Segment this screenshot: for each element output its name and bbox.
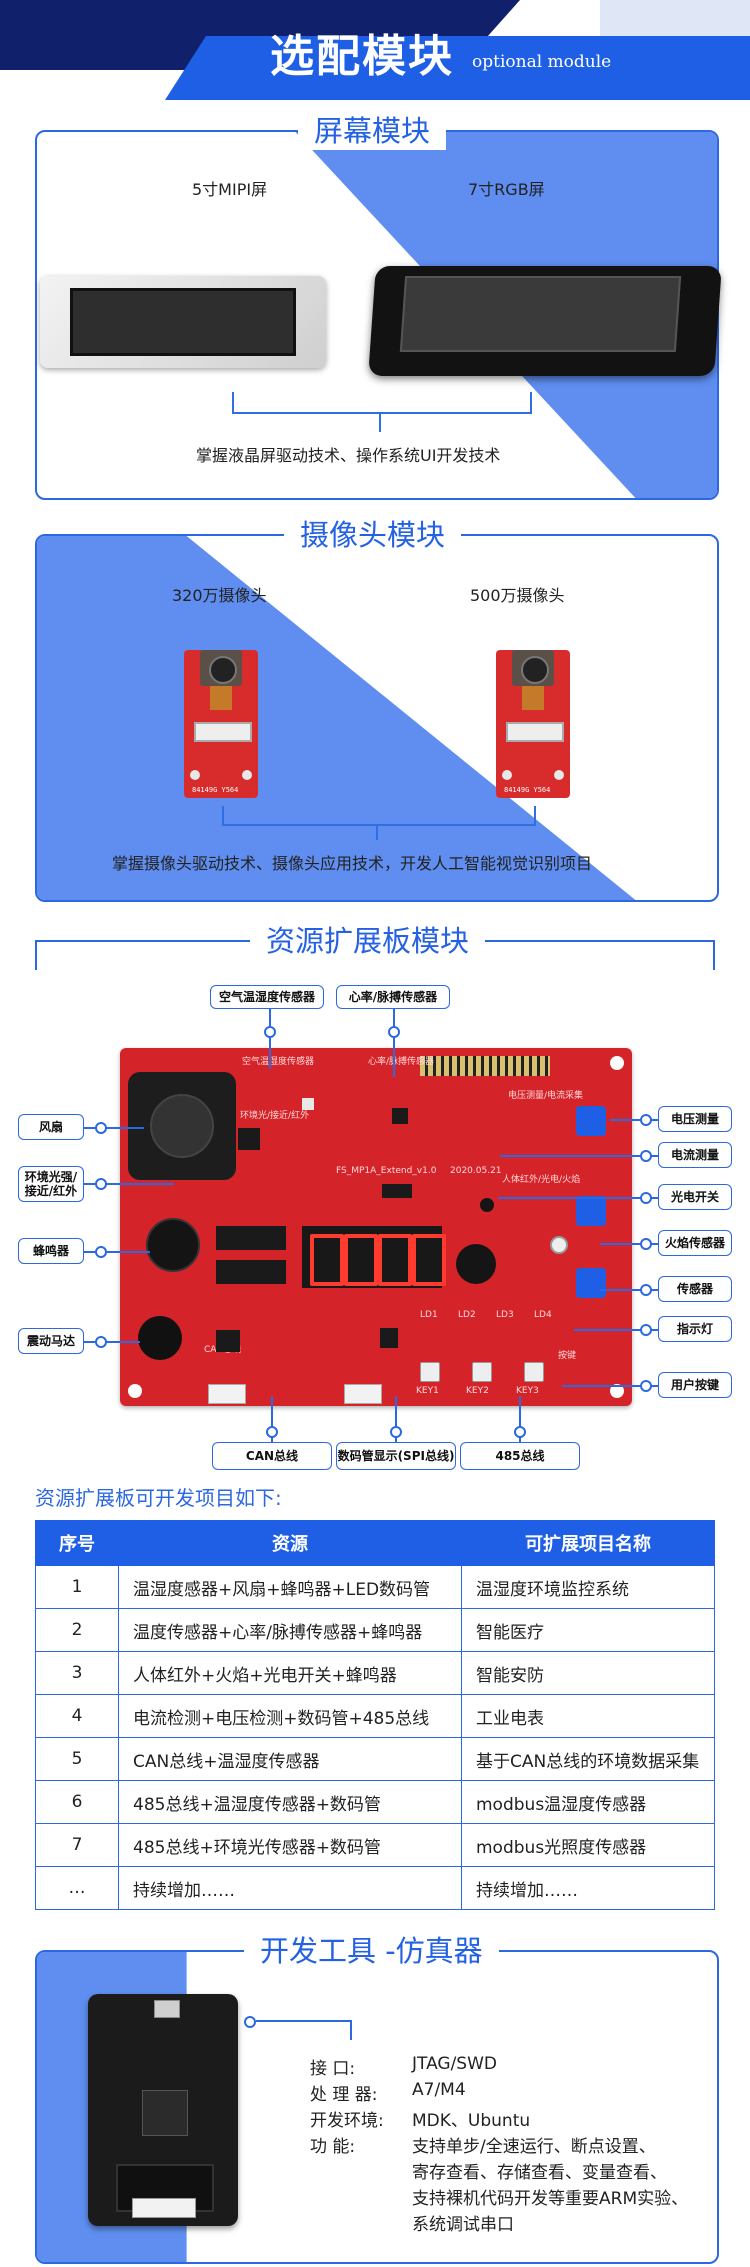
header-blue-band	[165, 36, 750, 100]
tag-air-temp-humidity: 空气温湿度传感器	[210, 985, 324, 1009]
spec-processor-key: 处 理 器:	[310, 2085, 378, 2105]
expansion-board-image: 空气温湿度传感器 心率/脉搏传感器 环境光/接近/红外 电压测量/电流采集 人体…	[120, 1048, 632, 1406]
screen-module-title: 屏幕模块	[298, 108, 447, 150]
camera-320-label: 320万摄像头	[172, 586, 267, 605]
screen-7-label: 7寸RGB屏	[468, 180, 545, 199]
camera-module-panel	[35, 534, 719, 902]
vibration-motor-component	[138, 1316, 182, 1360]
table-row: …持续增加……持续增加……	[35, 1866, 715, 1910]
tag-heart-rate: 心率/脉搏传感器	[336, 985, 450, 1009]
tag-fan: 风扇	[18, 1114, 84, 1140]
screen-5-label: 5寸MIPI屏	[192, 180, 268, 199]
spec-function-line-4: 系统调试串口	[412, 2215, 514, 2235]
tag-485-bus: 485总线	[460, 1442, 580, 1470]
projects-caption: 资源扩展板可开发项目如下:	[35, 1486, 282, 1510]
header-resource: 资源	[118, 1520, 462, 1566]
screen-bracket	[232, 392, 532, 414]
tag-segment-display-spi: 数码管显示(SPI总线)	[336, 1442, 456, 1470]
mipi-screen-image	[40, 276, 326, 368]
tag-current: 电流测量	[658, 1142, 732, 1168]
tag-ambient-light: 环境光强/ 接近/红外	[18, 1166, 84, 1202]
table-header-row: 序号 资源 可扩展项目名称	[35, 1520, 715, 1566]
buzzer-component	[146, 1218, 200, 1272]
spec-interface-value: JTAG/SWD	[412, 2054, 497, 2074]
fan-component	[128, 1072, 236, 1180]
camera-module-summary: 掌握摄像头驱动技术、摄像头应用技术，开发人工智能视觉识别项目	[112, 854, 593, 873]
page-title: 选配模块	[270, 31, 454, 82]
tag-photo-switch: 光电开关	[658, 1184, 732, 1210]
camera-500-label: 500万摄像头	[470, 586, 565, 605]
page-subtitle: optional module	[472, 52, 612, 72]
spec-function-line-3: 支持裸机代码开发等重要ARM实验、	[412, 2189, 689, 2209]
header-light-band	[600, 0, 750, 36]
emulator-title: 开发工具 -仿真器	[244, 1928, 499, 1970]
tag-voltage: 电压测量	[658, 1106, 732, 1132]
camera-bracket	[222, 806, 536, 826]
camera-320-image: 84149G Y564	[184, 650, 258, 798]
seven-segment-display	[302, 1226, 446, 1288]
tag-user-keys: 用户按键	[658, 1372, 732, 1398]
emulator-image	[88, 1994, 238, 2226]
header-project: 可扩展项目名称	[461, 1520, 715, 1566]
screen-bracket-stem	[379, 412, 381, 432]
screen-module-summary: 掌握液晶屏驱动技术、操作系统UI开发技术	[196, 446, 501, 465]
tag-indicator-led: 指示灯	[658, 1316, 732, 1342]
tag-flame-sensor: 火焰传感器	[658, 1230, 732, 1256]
tag-sensor: 传感器	[658, 1276, 732, 1302]
tag-buzzer: 蜂鸣器	[18, 1238, 84, 1264]
spec-processor-value: A7/M4	[412, 2080, 466, 2100]
panel-accent	[37, 536, 636, 900]
spec-function-line-2: 寄存查看、存储查看、变量查看、	[412, 2163, 667, 2183]
spec-function-key: 功 能:	[310, 2137, 356, 2157]
spec-interface-key: 接 口:	[310, 2059, 356, 2079]
pin-header	[420, 1056, 550, 1076]
rgb-screen-image	[368, 266, 722, 376]
camera-module-title: 摄像头模块	[284, 512, 462, 554]
camera-bracket-stem	[376, 824, 378, 840]
tag-vibration-motor: 震动马达	[18, 1328, 84, 1354]
header-index: 序号	[35, 1520, 119, 1566]
camera-500-image: 84149G Y564	[496, 650, 570, 798]
spec-env-value: MDK、Ubuntu	[412, 2111, 531, 2131]
spec-function-value: 支持单步/全速运行、断点设置、	[412, 2137, 656, 2157]
tag-can-bus: CAN总线	[212, 1442, 332, 1470]
expansion-board-title: 资源扩展板模块	[250, 918, 486, 960]
spec-env-key: 开发环境:	[310, 2111, 384, 2131]
